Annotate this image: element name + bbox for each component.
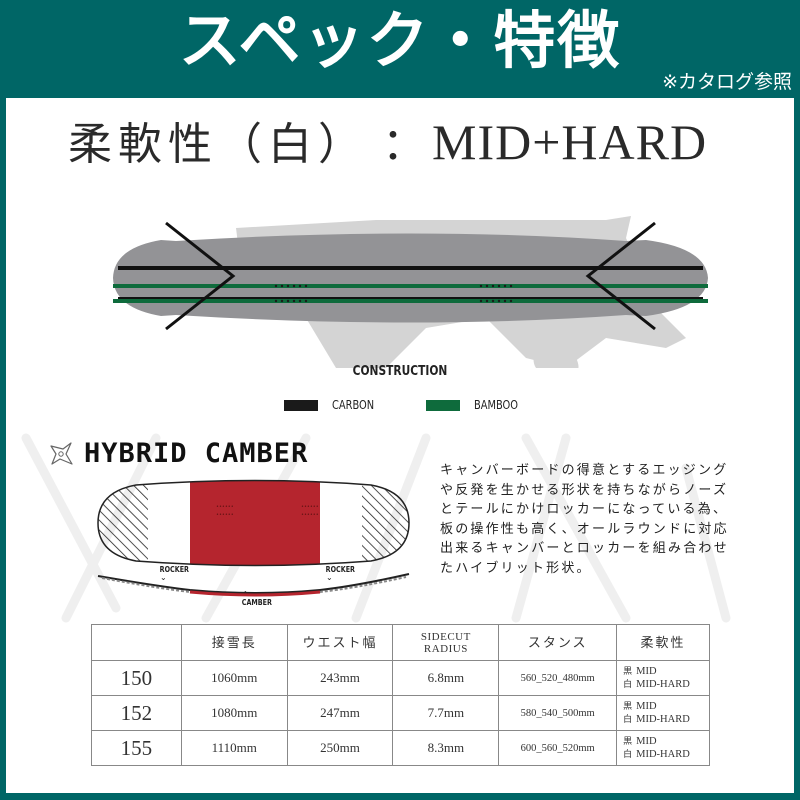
cell-stance: 600_560_520mm bbox=[498, 730, 618, 766]
header-effective-edge: 接雪長 bbox=[180, 624, 288, 661]
chevron-down-icon: ⌄ bbox=[160, 573, 167, 582]
spec-table: 接雪長 ウエスト幅 SIDECUT RADIUS スタンス 柔軟性 150 10… bbox=[91, 624, 710, 766]
header-flex: 柔軟性 bbox=[616, 624, 710, 661]
flex-black-value: MID bbox=[636, 701, 657, 712]
cell-size: 150 bbox=[91, 660, 182, 696]
cell-effective-edge: 1080mm bbox=[180, 695, 288, 731]
flex-white-label: 白 bbox=[623, 714, 633, 724]
flex-heading-value: MID+HARD bbox=[432, 114, 708, 170]
svg-text:••••••: •••••• bbox=[301, 512, 319, 518]
cell-effective-edge: 1110mm bbox=[180, 730, 288, 766]
cell-sidecut: 6.8mm bbox=[392, 660, 500, 696]
header-size bbox=[91, 624, 182, 661]
flex-white-label: 白 bbox=[623, 749, 633, 759]
flex-black-value: MID bbox=[636, 666, 657, 677]
table-header-row: 接雪長 ウエスト幅 SIDECUT RADIUS スタンス 柔軟性 bbox=[91, 624, 710, 661]
insert-dots: •••••• bbox=[216, 504, 234, 510]
flex-black-label: 黒 bbox=[623, 701, 633, 711]
cell-sidecut: 7.7mm bbox=[392, 695, 500, 731]
profile-title: HYBRID CAMBER bbox=[84, 438, 309, 469]
cell-size: 155 bbox=[91, 730, 182, 766]
shuriken-icon bbox=[50, 441, 73, 465]
profile-heading: HYBRID CAMBER bbox=[48, 438, 308, 469]
carbon-swatch bbox=[284, 399, 318, 411]
legend-label-carbon: CARBON bbox=[332, 398, 375, 412]
board-shape bbox=[113, 233, 708, 323]
camber-label: CAMBER bbox=[241, 598, 272, 607]
chevron-down-icon: ⌄ bbox=[326, 573, 333, 582]
cell-waist: 247mm bbox=[286, 695, 394, 731]
header-waist-width: ウエスト幅 bbox=[286, 624, 394, 661]
flex-heading: 柔軟性（白） ：MID+HARD bbox=[68, 114, 748, 173]
header-sidecut-line1: SIDECUT bbox=[420, 630, 471, 643]
cell-effective-edge: 1060mm bbox=[180, 660, 288, 696]
cell-waist: 243mm bbox=[286, 660, 394, 696]
page-title: スペック・特徴 bbox=[178, 4, 622, 77]
flex-heading-separator: ： bbox=[382, 119, 432, 170]
rocker-label-right: ROCKER bbox=[325, 565, 355, 574]
svg-text:••••••: •••••• bbox=[301, 504, 319, 510]
flex-black-label: 黒 bbox=[623, 666, 633, 676]
flex-heading-label: 柔軟性（白） bbox=[68, 119, 368, 170]
chevron-up-icon: ⌃ bbox=[242, 590, 249, 599]
legend-label-bamboo: BAMBOO bbox=[474, 398, 519, 412]
flex-black-value: MID bbox=[636, 736, 657, 747]
flex-black-label: 黒 bbox=[623, 736, 633, 746]
cell-sidecut: 8.3mm bbox=[392, 730, 500, 766]
flex-white-label: 白 bbox=[623, 679, 633, 689]
profile-description: キャンバーボードの得意とするエッジングや反発を生かせる形状を持ちながらノーズとテ… bbox=[440, 463, 729, 576]
svg-text:••••••: •••••• bbox=[216, 512, 234, 518]
catalog-reference-note: ※カタログ参照 bbox=[662, 71, 792, 93]
header-sidecut-radius: SIDECUT RADIUS bbox=[392, 624, 500, 661]
construction-board-diagram bbox=[113, 216, 708, 368]
cell-stance: 580_540_500mm bbox=[498, 695, 618, 731]
cell-stance: 560_520_480mm bbox=[498, 660, 618, 696]
hybrid-camber-diagram: •••••• •••••• •••••• •••••• bbox=[97, 479, 410, 597]
flex-white-value: MID-HARD bbox=[636, 679, 690, 690]
construction-title: CONSTRUCTION bbox=[352, 364, 448, 379]
header-stance: スタンス bbox=[498, 624, 618, 661]
cell-size: 152 bbox=[91, 695, 182, 731]
header-sidecut-line2: RADIUS bbox=[423, 642, 468, 655]
rocker-label-left: ROCKER bbox=[159, 565, 189, 574]
cell-waist: 250mm bbox=[286, 730, 394, 766]
legend-item-bamboo: BAMBOO bbox=[426, 398, 528, 412]
content-panel: 柔軟性（白） ：MID+HARD bbox=[6, 98, 794, 793]
legend-item-carbon: CARBON bbox=[284, 398, 383, 412]
flex-white-value: MID-HARD bbox=[636, 714, 690, 725]
bamboo-swatch bbox=[426, 399, 460, 411]
flex-white-value: MID-HARD bbox=[636, 749, 690, 760]
